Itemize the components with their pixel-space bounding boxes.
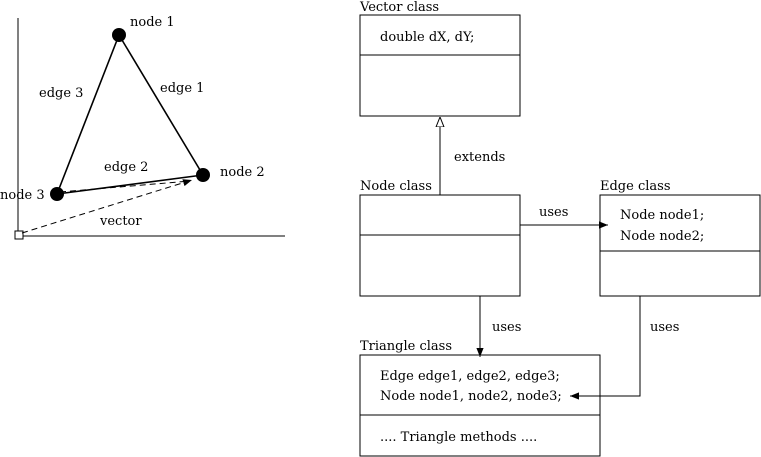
- geometry-diagram: node 1 node 2 node 3 edge 1 edge 2 edge …: [0, 15, 285, 240]
- uses-label-node-edge: uses: [539, 205, 568, 220]
- triangle-class-box: Triangle class Edge edge1, edge2, edge3;…: [359, 339, 601, 457]
- uses-label-node-triangle: uses: [492, 320, 521, 335]
- node-class-title: Node class: [360, 179, 432, 194]
- origin-marker: [14, 230, 24, 240]
- edge-1-line: [118, 34, 204, 176]
- extends-label: extends: [454, 150, 505, 165]
- node-3-label: node 3: [0, 188, 45, 203]
- vector-class-rect: [359, 14, 521, 117]
- edge-2-line: [56, 174, 204, 195]
- triangle-class-field-2: Node node1, node2, node3;: [380, 389, 562, 404]
- node-2-dot: [196, 168, 210, 182]
- edge-class-rect: [599, 194, 761, 297]
- edge-class-field-2: Node node2;: [620, 229, 704, 244]
- vector-class-box: Vector class double dX, dY;: [359, 0, 521, 117]
- uses-arrow-edge-triangle: [570, 296, 641, 400]
- edge-3-line: [56, 34, 120, 195]
- edge-1-label: edge 1: [160, 81, 204, 96]
- relations: extends uses uses uses: [440, 117, 679, 400]
- triangle-class-methods: .... Triangle methods ....: [380, 430, 537, 445]
- uses-label-edge-triangle: uses: [650, 320, 679, 335]
- vector-class-title: Vector class: [359, 0, 439, 15]
- node-3-dot: [50, 187, 64, 201]
- triangle-class-field-1: Edge edge1, edge2, edge3;: [380, 369, 560, 384]
- edge-class-field-1: Node node1;: [620, 208, 704, 223]
- vector-label: vector: [99, 214, 142, 229]
- edge-class-box: Edge class Node node1; Node node2;: [599, 179, 761, 297]
- vector-guide: [59, 180, 191, 193]
- node-1-label: node 1: [130, 15, 175, 30]
- triangle-class-title: Triangle class: [360, 339, 452, 354]
- edge-2-label: edge 2: [104, 160, 148, 175]
- edge-3-label: edge 3: [39, 86, 83, 101]
- vector-class-field: double dX, dY;: [380, 30, 474, 45]
- node-class-box: Node class: [359, 179, 521, 297]
- node-1-dot: [112, 28, 126, 42]
- edge-class-title: Edge class: [600, 179, 671, 194]
- node-2-label: node 2: [220, 165, 265, 180]
- node-class-rect: [359, 194, 521, 297]
